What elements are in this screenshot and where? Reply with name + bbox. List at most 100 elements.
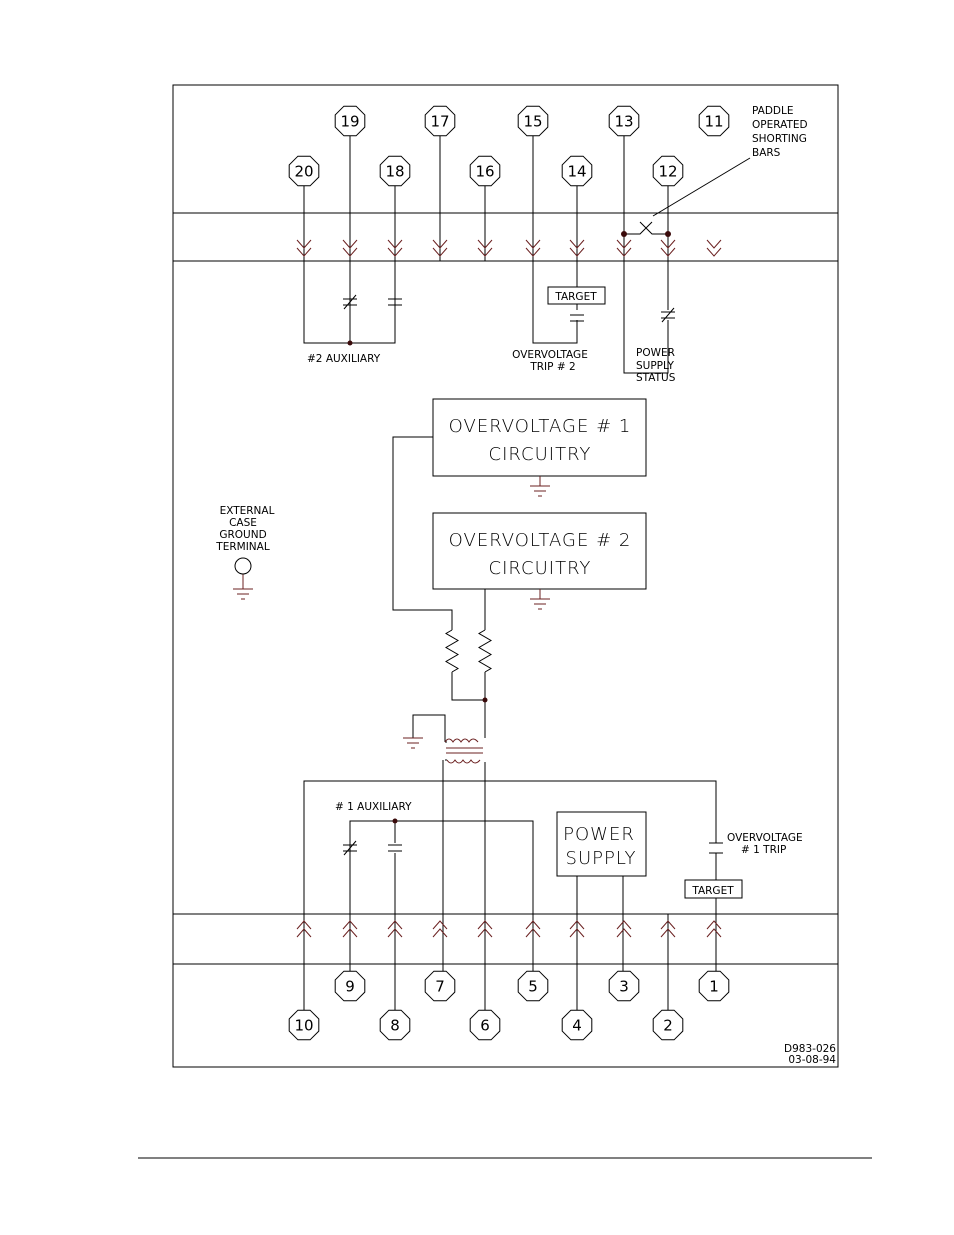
terminal-octagon xyxy=(698,105,730,137)
terminal-octagon xyxy=(334,105,366,137)
terminal-12: 12 xyxy=(652,155,684,257)
power-supply-box xyxy=(556,811,647,877)
plug-chevron-icon xyxy=(387,239,403,257)
terminal-16: 16 xyxy=(469,155,501,257)
terminal-20: 20 xyxy=(288,155,320,257)
drawing-number: D983-026 xyxy=(784,1043,836,1055)
no-contact xyxy=(388,844,402,852)
junction-dot xyxy=(621,231,627,237)
paddle-label-1: PADDLE xyxy=(752,105,794,117)
terminal-octagon xyxy=(469,155,501,187)
ovtrip1-label-1: OVERVOLTAGE xyxy=(727,832,803,844)
terminal-label: 15 xyxy=(523,113,542,131)
terminal-octagon xyxy=(517,970,549,1002)
nc-contact xyxy=(661,307,675,323)
ground-icons xyxy=(233,476,550,749)
terminal-label: 11 xyxy=(704,113,723,131)
paddle-label-3: SHORTING xyxy=(752,133,807,145)
nc-contact xyxy=(343,294,357,310)
junction-dot xyxy=(482,697,488,703)
terminal-4: 4 xyxy=(561,920,593,1041)
nc-contact xyxy=(343,840,357,856)
plug-chevron-icon xyxy=(569,239,585,257)
target-top-label: TARGET xyxy=(554,291,597,303)
terminal-label: 10 xyxy=(294,1017,313,1035)
terminal-8: 8 xyxy=(379,920,411,1041)
ov2-title: OVERVOLTAGE # 2 xyxy=(449,530,632,551)
ground-label-2: CASE xyxy=(229,517,257,529)
power-supply-title: POWER xyxy=(563,824,635,845)
terminal-octagon xyxy=(652,1009,684,1041)
plug-chevron-icon xyxy=(296,239,312,257)
terminal-11: 11 xyxy=(698,105,730,257)
terminal-label: 1 xyxy=(709,978,719,996)
terminal-7: 7 xyxy=(424,920,456,1002)
ground-label-1: EXTERNAL xyxy=(220,505,275,517)
plug-chevron-icon xyxy=(616,920,632,938)
ground-icon xyxy=(233,574,253,600)
terminal-octagon xyxy=(608,970,640,1002)
ov2-subtitle: CIRCUITRY xyxy=(489,558,592,579)
terminal-octagon xyxy=(288,155,320,187)
terminal-octagon xyxy=(469,1009,501,1041)
plug-chevron-icon xyxy=(525,239,541,257)
terminal-15: 15 xyxy=(517,105,549,257)
ovtrip1-label-2: # 1 TRIP xyxy=(741,844,786,856)
terminal-label: 9 xyxy=(345,978,355,996)
plug-chevron-icon xyxy=(387,920,403,938)
terminal-label: 13 xyxy=(614,113,633,131)
terminal-label: 2 xyxy=(663,1017,673,1035)
terminal-label: 3 xyxy=(619,978,629,996)
terminal-octagon xyxy=(424,970,456,1002)
paddle-label-2: OPERATED xyxy=(752,119,808,131)
terminal-octagon xyxy=(608,105,640,137)
ground-icon xyxy=(530,476,550,497)
ps-status-label-2: SUPPLY xyxy=(636,360,674,372)
terminal-label: 17 xyxy=(430,113,449,131)
ground-label-4: TERMINAL xyxy=(215,541,270,553)
ground-label-3: GROUND xyxy=(219,529,266,541)
terminal-octagon xyxy=(424,105,456,137)
junction-dot xyxy=(392,818,398,824)
no-contact xyxy=(570,314,584,322)
terminal-19: 19 xyxy=(334,105,366,257)
terminal-18: 18 xyxy=(379,155,411,257)
ovtrip2-label-1: OVERVOLTAGE xyxy=(512,349,588,361)
terminal-13: 13 xyxy=(608,105,640,257)
target-top-box xyxy=(547,286,606,305)
terminal-label: 18 xyxy=(385,163,404,181)
terminal-label: 5 xyxy=(528,978,538,996)
terminal-octagon xyxy=(379,1009,411,1041)
terminal-9: 9 xyxy=(334,920,366,1002)
terminal-10: 10 xyxy=(288,920,320,1041)
terminal-label: 7 xyxy=(435,978,445,996)
terminal-2: 2 xyxy=(652,920,684,1041)
terminal-octagon xyxy=(561,1009,593,1041)
terminal-label: 14 xyxy=(567,163,586,181)
plug-chevron-icon xyxy=(569,920,585,938)
terminal-octagon xyxy=(379,155,411,187)
ovtrip2-label-2: TRIP # 2 xyxy=(529,361,575,373)
plug-chevron-icon xyxy=(706,239,722,257)
external-ground-terminal xyxy=(234,557,252,575)
junction-dot xyxy=(665,231,671,237)
plug-chevron-icon xyxy=(616,239,632,257)
plug-chevron-icon xyxy=(477,920,493,938)
transformer-icon xyxy=(444,738,483,764)
resistor-icon xyxy=(445,629,492,673)
ov1-subtitle: CIRCUITRY xyxy=(489,444,592,465)
plug-chevron-icon xyxy=(432,920,448,938)
ground-icon xyxy=(403,737,423,749)
terminal-label: 4 xyxy=(572,1017,582,1035)
terminal-3: 3 xyxy=(608,920,640,1002)
plug-chevron-icon xyxy=(660,920,676,938)
terminal-14: 14 xyxy=(561,155,593,257)
ground-icon xyxy=(530,589,550,610)
wiring xyxy=(303,136,751,1010)
aux1-label: # 1 AUXILIARY xyxy=(335,801,412,813)
terminal-octagon xyxy=(288,1009,320,1041)
diagram-frame xyxy=(172,84,839,1068)
terminal-label: 16 xyxy=(475,163,494,181)
